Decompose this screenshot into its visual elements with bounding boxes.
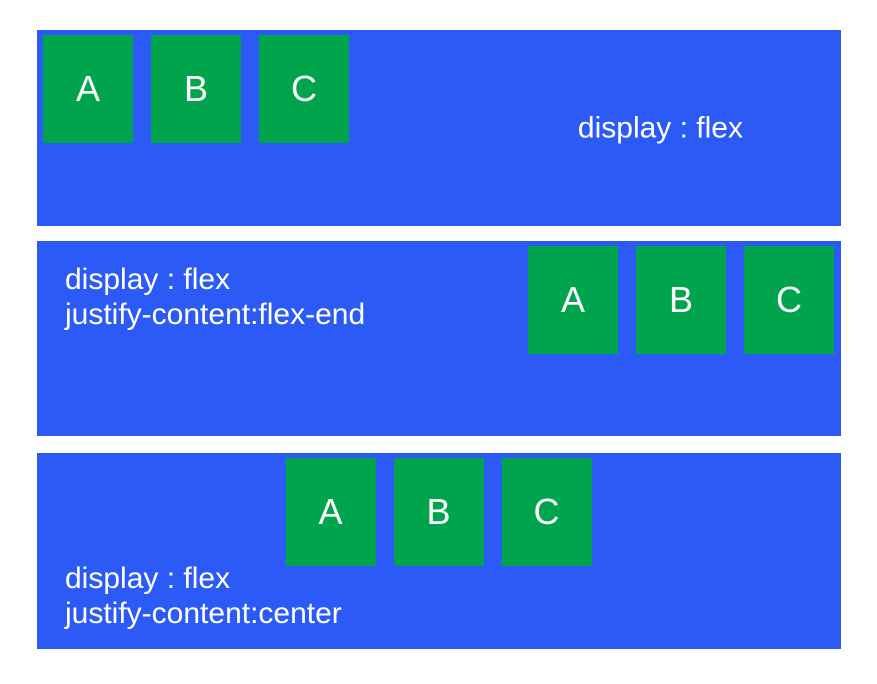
flex-item-a: A bbox=[528, 246, 618, 354]
flex-container-flex-end: A B C display : flex justify-content:fle… bbox=[37, 241, 841, 436]
flex-item-c: C bbox=[744, 246, 834, 354]
css-label-line: display : flex bbox=[577, 111, 743, 145]
css-label-line: display : flex bbox=[65, 562, 231, 595]
container-css-label: display : flex bbox=[578, 111, 743, 146]
flex-item-a: A bbox=[285, 458, 376, 566]
flex-container-center: A B C display : flex justify-content:cen… bbox=[37, 453, 841, 649]
flex-item-c: C bbox=[501, 458, 592, 566]
flex-item-b: B bbox=[636, 246, 726, 354]
container-css-label: display : flex justify-content:flex-end bbox=[65, 262, 365, 332]
container-css-label: display : flex justify-content:center bbox=[65, 561, 342, 631]
css-label-line: display : flex bbox=[65, 263, 231, 296]
flex-items-row: A B C bbox=[37, 30, 841, 143]
css-label-line: justify-content:center bbox=[65, 597, 342, 630]
flex-item-b: B bbox=[151, 35, 241, 143]
flex-item-a: A bbox=[43, 35, 133, 143]
flex-container-default: A B C display : flex bbox=[37, 30, 841, 226]
flex-items-row: A B C bbox=[37, 453, 841, 566]
css-label-line: justify-content:flex-end bbox=[65, 298, 366, 331]
flex-item-c: C bbox=[259, 35, 349, 143]
flex-items-row: A B C bbox=[37, 241, 841, 354]
flex-item-b: B bbox=[393, 458, 484, 566]
